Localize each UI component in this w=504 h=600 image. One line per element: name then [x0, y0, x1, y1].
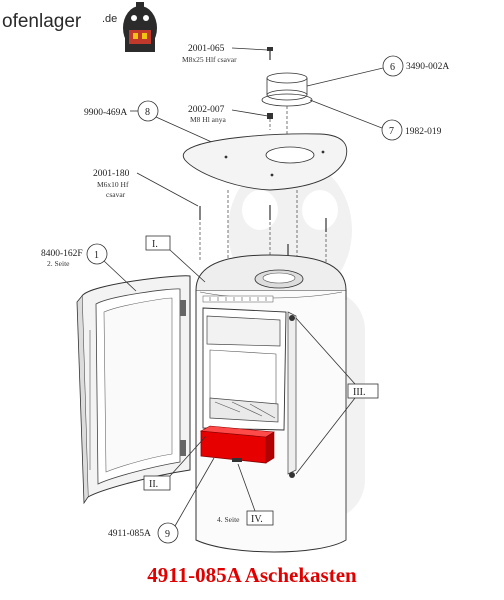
part-code: 4911-085A	[108, 529, 151, 539]
view-label-ii[interactable]: II.	[143, 435, 207, 491]
part-desc: M6x10 Hf	[97, 180, 129, 189]
door	[76, 275, 191, 505]
part-8400-162F[interactable]: 8400-162F 2. Seite 1	[41, 243, 137, 292]
view-label-text: III.	[353, 387, 366, 398]
callout-number: 9	[165, 529, 170, 540]
part-desc: 2. Seite	[47, 259, 70, 268]
stove-body	[195, 254, 347, 553]
part-code: 1982-019	[405, 127, 442, 137]
logo[interactable]: ofenlager .de	[2, 2, 157, 52]
logo-name: ofenlager	[2, 11, 82, 32]
screws	[199, 190, 327, 262]
callout-number: 6	[390, 62, 395, 73]
part-code: 2001-065	[188, 44, 225, 54]
callout-number: 7	[389, 126, 394, 137]
part-code: 3490-002A	[406, 62, 449, 72]
bolt-icon	[267, 47, 273, 60]
view-label-text: I.	[152, 239, 158, 250]
part-1982-019[interactable]: 7 1982-019	[309, 99, 442, 141]
part-desc: M8 Hl anya	[190, 115, 226, 124]
part-desc: M8x25 Hlf csavar	[182, 55, 237, 64]
view-label-iv[interactable]: IV. 4. Seite	[217, 463, 274, 526]
grate	[209, 397, 279, 423]
footer-title: 4911-085A Aschekasten	[147, 563, 357, 587]
flue-collar	[261, 72, 313, 150]
view-label-i[interactable]: I.	[145, 235, 206, 283]
part-code: 8400-162F	[41, 249, 83, 259]
part-code: 2002-007	[188, 105, 225, 115]
part-2001-180[interactable]: 2001-180 M6x10 Hf csavar	[93, 169, 199, 207]
part-code: 9900-469A	[84, 108, 127, 118]
part-desc-2: csavar	[106, 190, 126, 199]
view-label-iii[interactable]: III.	[295, 317, 379, 475]
part-2001-065[interactable]: 2001-065 M8x25 Hlf csavar	[182, 44, 273, 64]
side-label: 4. Seite	[217, 515, 240, 524]
top-plate	[182, 133, 348, 191]
part-4911-085A[interactable]: 4911-085A 9	[108, 457, 215, 544]
logo-tld: .de	[102, 13, 117, 25]
part-code: 2001-180	[93, 169, 130, 179]
part-2002-007[interactable]: 2002-007 M8 Hl anya	[188, 105, 273, 130]
part-3490-002A[interactable]: 6 3490-002A	[306, 55, 449, 87]
view-label-text: IV.	[251, 514, 263, 525]
logo-mascot-icon	[123, 2, 157, 52]
nut-icon	[267, 113, 273, 130]
vent-slots	[202, 295, 274, 303]
callout-number: 1	[94, 250, 99, 261]
view-label-text: II.	[149, 479, 158, 490]
ash-drawer-highlight[interactable]	[200, 425, 275, 464]
callout-number: 8	[145, 107, 150, 118]
